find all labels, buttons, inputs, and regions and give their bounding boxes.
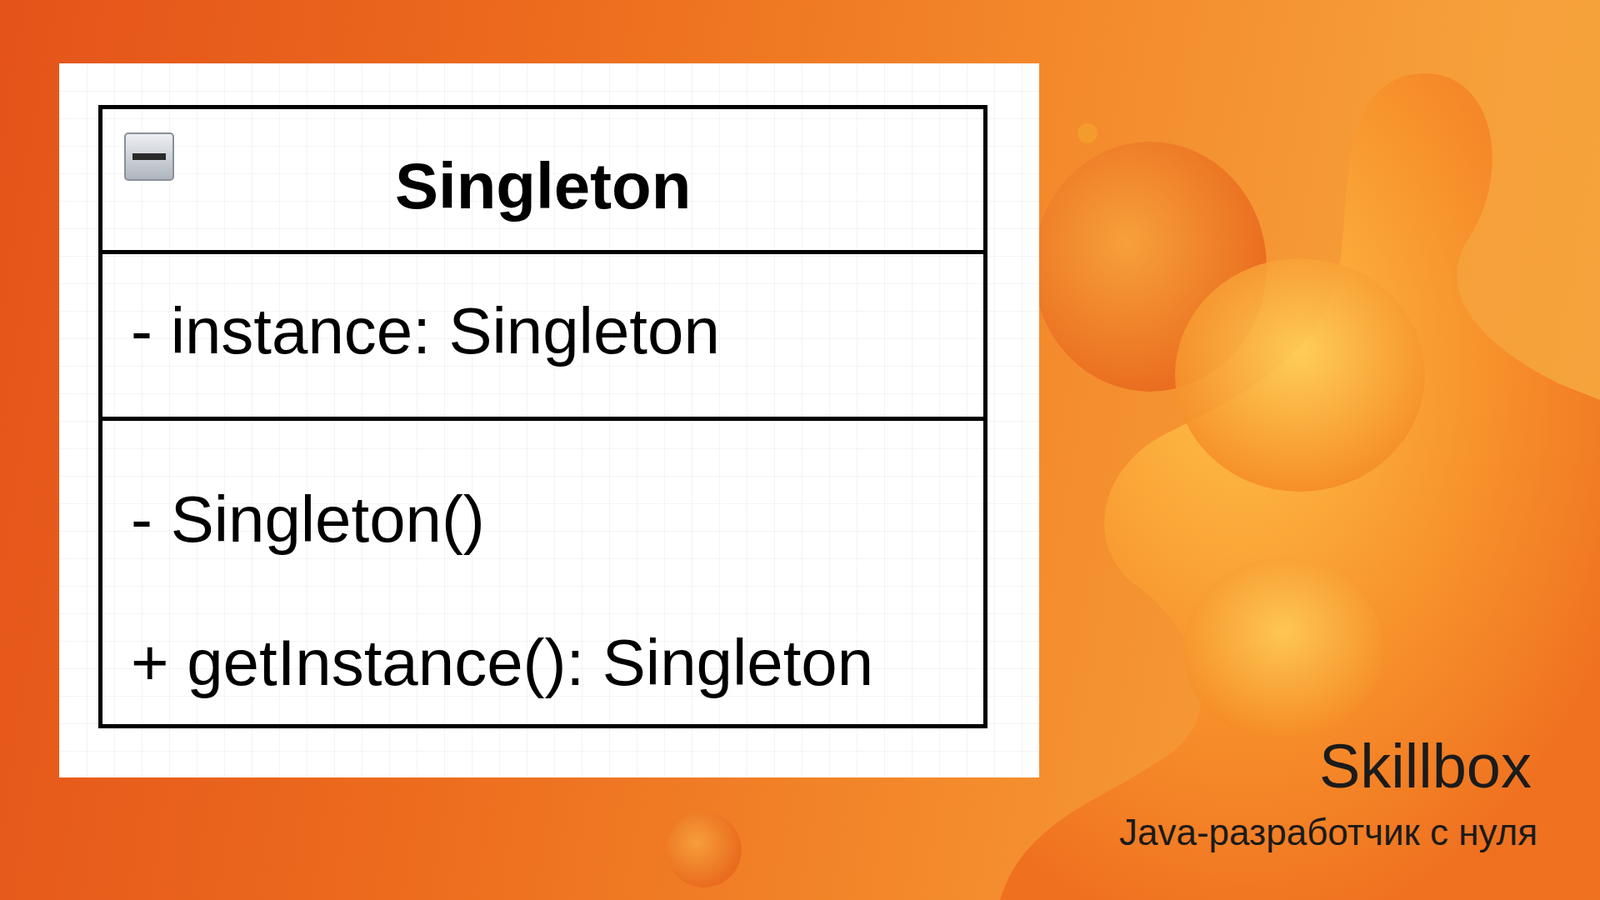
course-name: Java-разработчик с нуля (1119, 814, 1538, 851)
compartment-divider (102, 250, 984, 255)
blob (1000, 73, 1600, 900)
compartment-divider (102, 416, 984, 421)
class-member: - Singleton() (130, 486, 485, 552)
uml-class-box: Singleton - instance: Singleton - Singleto… (98, 105, 988, 729)
brand-logo: Skillbox (1319, 735, 1532, 798)
class-member: + getInstance(): Singleton (130, 630, 874, 695)
class-name: Singleton (395, 153, 691, 219)
blob (1077, 123, 1098, 144)
collapse-icon (124, 132, 175, 181)
blob (1175, 258, 1425, 492)
blob (1183, 558, 1384, 742)
blob (666, 812, 742, 888)
class-member: - instance: Singleton (130, 298, 720, 364)
